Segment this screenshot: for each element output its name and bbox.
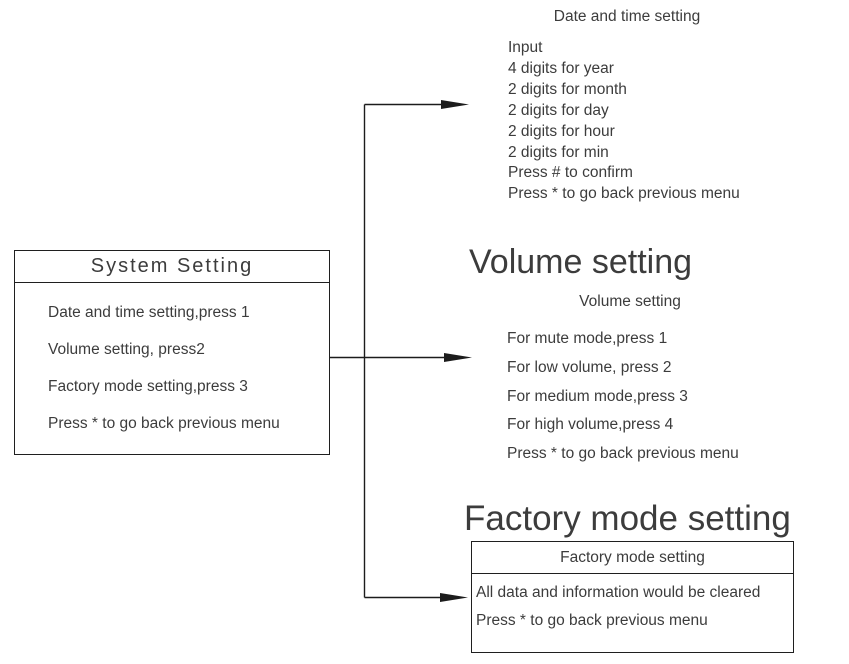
volume-line-medium: For medium mode,press 3	[507, 387, 688, 405]
volume-section-heading: Volume setting	[469, 243, 693, 281]
menu-item-date-time: Date and time setting,press 1	[48, 304, 250, 321]
arrowhead-volume-icon	[444, 353, 472, 362]
system-setting-panel: System Setting Date and time setting,pre…	[14, 250, 330, 455]
menu-item-volume: Volume setting, press2	[48, 341, 205, 358]
date-time-instructions: Input 4 digits for year 2 digits for mon…	[508, 38, 740, 205]
date-time-line-hour: 2 digits for hour	[508, 122, 615, 140]
date-time-line-month: 2 digits for month	[508, 80, 627, 98]
system-menu-list: Date and time setting,press 1 Volume set…	[15, 283, 329, 442]
factory-line-clear-warning: All data and information would be cleare…	[476, 584, 761, 601]
factory-panel: Factory mode setting All data and inform…	[471, 541, 794, 653]
menu-item-back: Press * to go back previous menu	[48, 415, 280, 432]
date-time-line-year: 4 digits for year	[508, 59, 614, 77]
date-time-title: Date and time setting	[553, 8, 701, 25]
volume-line-mute: For mute mode,press 1	[507, 330, 668, 347]
date-time-line-back: Press * to go back previous menu	[508, 185, 740, 203]
factory-title: Factory mode setting	[472, 542, 793, 574]
date-time-line-input: Input	[508, 39, 543, 56]
date-time-line-min: 2 digits for min	[508, 143, 609, 161]
volume-instructions: For mute mode,press 1 For low volume, pr…	[507, 325, 739, 469]
menu-item-factory: Factory mode setting,press 3	[48, 378, 248, 395]
factory-instructions: All data and information would be cleare…	[472, 574, 793, 634]
arrowhead-factory-icon	[440, 593, 468, 602]
factory-section-heading: Factory mode setting	[464, 499, 791, 538]
system-setting-title: System Setting	[15, 251, 329, 283]
volume-line-low: For low volume, press 2	[507, 358, 672, 376]
volume-line-high: For high volume,press 4	[507, 416, 674, 434]
factory-line-back: Press * to go back previous menu	[476, 611, 708, 629]
volume-title: Volume setting	[579, 293, 681, 310]
volume-line-back: Press * to go back previous menu	[507, 445, 739, 463]
date-time-line-confirm: Press # to confirm	[508, 164, 633, 182]
date-time-line-day: 2 digits for day	[508, 101, 609, 119]
arrowhead-date-time-icon	[441, 100, 469, 109]
